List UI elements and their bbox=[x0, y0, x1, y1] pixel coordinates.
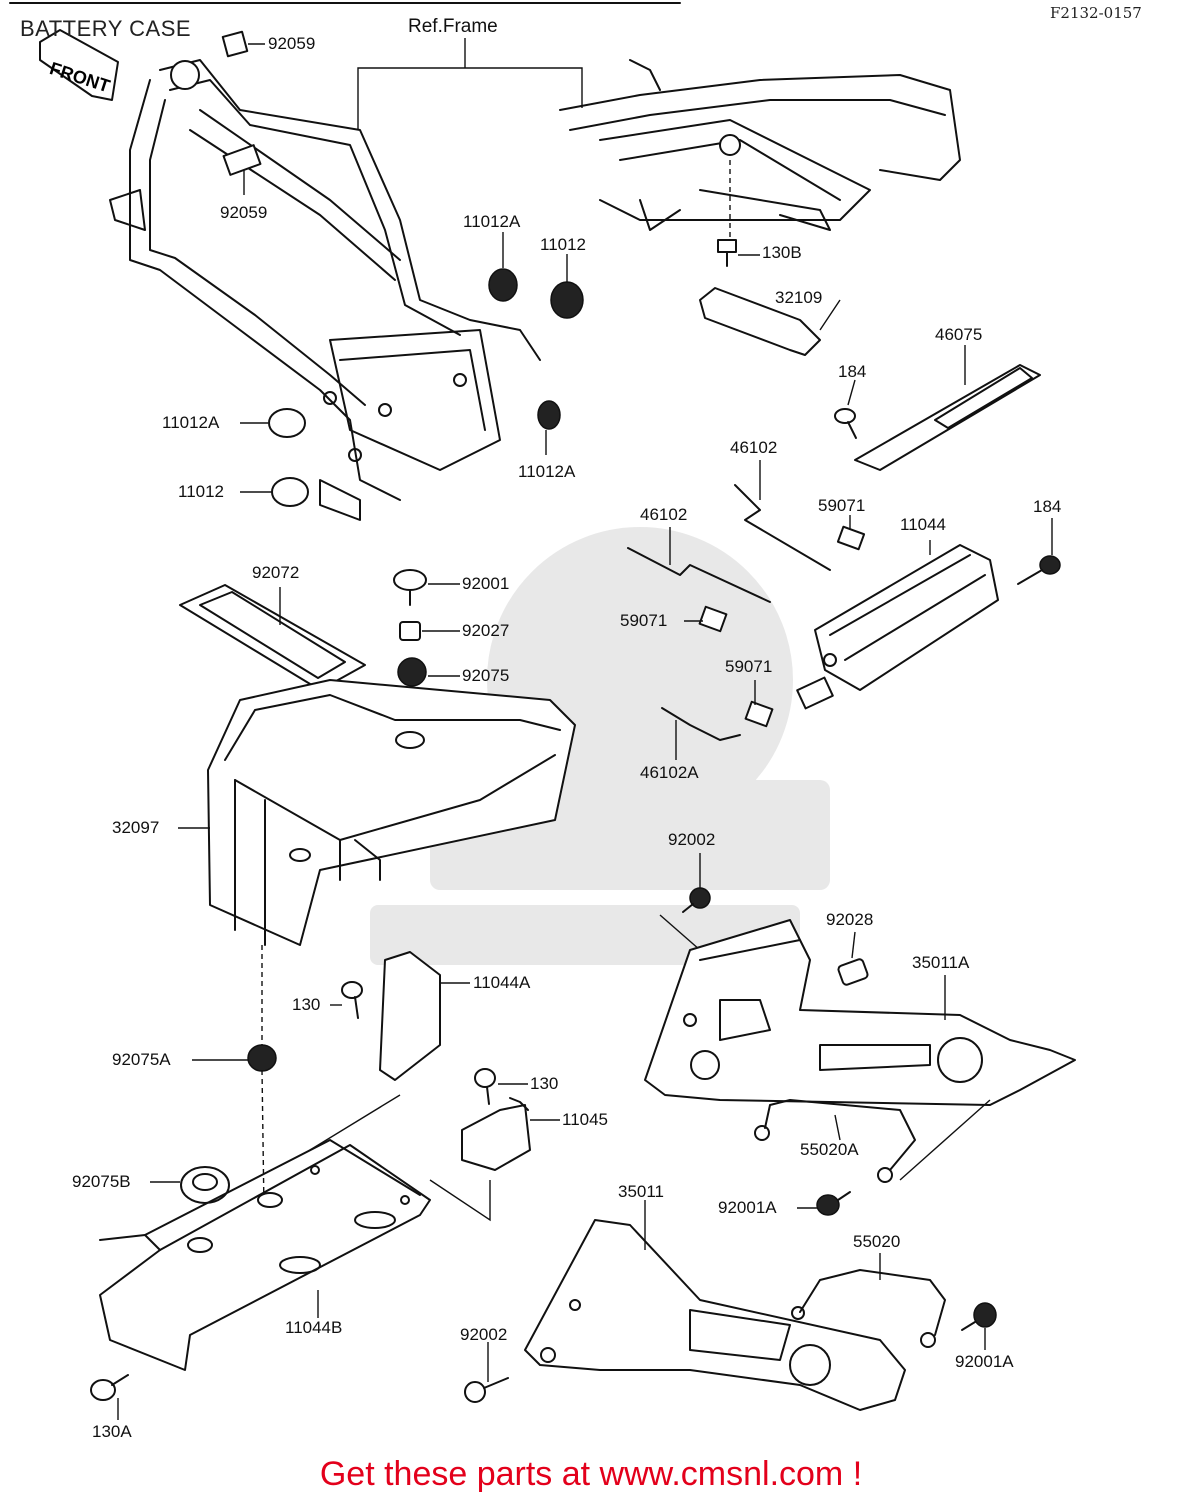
battery-case-32097 bbox=[207, 679, 576, 946]
part-label: 11044 bbox=[900, 515, 947, 534]
part-label: 46102 bbox=[640, 505, 688, 524]
bolt-130B bbox=[717, 160, 737, 267]
part-label: 11044A bbox=[473, 973, 531, 992]
footer-link[interactable]: Get these parts at www.cmsnl.com ! bbox=[319, 1455, 863, 1493]
ref-frame-rear bbox=[559, 59, 961, 231]
clamp-59071-a bbox=[836, 525, 866, 551]
part-label: 92002 bbox=[668, 830, 716, 849]
collar-92027 bbox=[399, 621, 421, 641]
bolt-92001A-lower bbox=[961, 1302, 997, 1331]
part-label: 11012 bbox=[178, 482, 225, 501]
clamp-59071-b bbox=[698, 605, 728, 633]
housing-11044 bbox=[796, 544, 999, 710]
bolt-184-right bbox=[1017, 555, 1061, 585]
part-label: 46075 bbox=[935, 325, 983, 344]
part-label: 46102A bbox=[640, 763, 699, 782]
bracket-32109 bbox=[699, 287, 821, 356]
part-label: 92027 bbox=[462, 621, 510, 640]
bolt-130-left bbox=[341, 981, 363, 1019]
part-label: 92001A bbox=[718, 1198, 777, 1217]
part-label: 92075B bbox=[72, 1172, 131, 1191]
part-label: 184 bbox=[838, 362, 867, 381]
part-label: 92059 bbox=[268, 34, 316, 53]
tray-11044B bbox=[99, 1139, 431, 1371]
bolt-92001 bbox=[393, 569, 427, 591]
main-frame bbox=[109, 59, 541, 521]
bracket-11045 bbox=[461, 1104, 531, 1171]
part-label: 32097 bbox=[112, 818, 160, 837]
part-label: 11012 bbox=[540, 235, 587, 254]
rod-46102A bbox=[661, 707, 741, 741]
part-label: 92001 bbox=[462, 574, 510, 593]
part-label: 130 bbox=[530, 1074, 559, 1093]
bolt-184-top bbox=[834, 408, 857, 439]
part-label: 59071 bbox=[725, 657, 773, 676]
part-label: 92075A bbox=[112, 1050, 171, 1069]
ref-frame-label: Ref.Frame bbox=[408, 16, 498, 37]
part-label: 11045 bbox=[562, 1110, 609, 1129]
strap-92072 bbox=[179, 584, 366, 691]
part-label: 92075 bbox=[462, 666, 510, 685]
part-label: 184 bbox=[1033, 497, 1062, 516]
clamp-59071-c bbox=[744, 700, 774, 728]
part-label: 92002 bbox=[460, 1325, 508, 1344]
part-label: 11012A bbox=[463, 212, 521, 231]
bolt-130-center bbox=[474, 1068, 496, 1105]
bolt-130A bbox=[90, 1374, 129, 1401]
part-label: 59071 bbox=[818, 496, 866, 515]
bolt-92001A-upper bbox=[816, 1191, 851, 1216]
part-label: 130 bbox=[292, 995, 321, 1014]
wire-55020 bbox=[799, 1269, 946, 1336]
part-label: 59071 bbox=[620, 611, 668, 630]
page-title: BATTERY CASE bbox=[20, 16, 192, 41]
leader-lines bbox=[117, 43, 1053, 1420]
part-label: 32109 bbox=[775, 288, 823, 307]
wire-55020A bbox=[764, 1099, 916, 1171]
part-label: 92072 bbox=[252, 563, 300, 582]
rod-46102-lower bbox=[627, 547, 771, 603]
part-label: 35011 bbox=[618, 1182, 665, 1201]
part-label: 92001A bbox=[955, 1352, 1014, 1371]
footrest-bracket-35011A bbox=[644, 919, 1076, 1106]
part-label: 35011A bbox=[912, 953, 970, 972]
bolt-92002-upper bbox=[682, 887, 711, 913]
bracket-11044A bbox=[379, 951, 441, 1081]
figure-code: F2132-0157 bbox=[1050, 4, 1142, 22]
part-label: 11012A bbox=[162, 413, 220, 432]
footrest-bracket-35011 bbox=[524, 1219, 906, 1411]
part-label: 11044B bbox=[285, 1318, 343, 1337]
part-label: 92028 bbox=[826, 910, 874, 929]
rod-46102-upper bbox=[734, 484, 831, 571]
part-label: 11012A bbox=[518, 462, 576, 481]
grommet-92075B bbox=[180, 1166, 230, 1204]
grommet-92075 bbox=[397, 657, 427, 687]
part-label: 92059 bbox=[220, 203, 268, 222]
part-label: 55020A bbox=[800, 1140, 859, 1159]
part-label: 130B bbox=[762, 243, 802, 262]
part-label: 46102 bbox=[730, 438, 778, 457]
collar-92028 bbox=[837, 958, 869, 986]
part-label: 130A bbox=[92, 1422, 132, 1441]
frame-grommets bbox=[221, 30, 584, 507]
part-label: 55020 bbox=[853, 1232, 901, 1251]
bolt-92002-lower bbox=[464, 1377, 509, 1403]
grommet-92075A bbox=[247, 1044, 277, 1072]
